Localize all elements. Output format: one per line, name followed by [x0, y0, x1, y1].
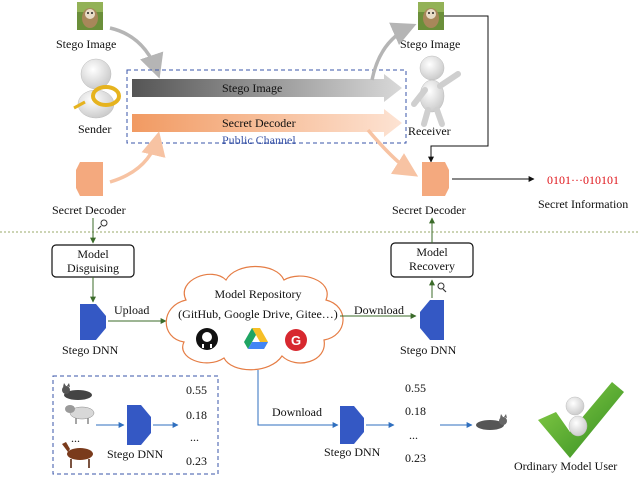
dog-image-icon [418, 2, 444, 30]
model-disguising-line1: Model [77, 247, 109, 261]
right-value-4: 0.23 [405, 451, 426, 465]
magnifier-icon [437, 282, 447, 293]
stego-dnn-bottom-label: Stego DNN [324, 445, 381, 459]
stego-dnn-bottom-icon [340, 406, 364, 444]
gitee-icon: G [285, 329, 307, 351]
stego-dnn-left-label: Stego DNN [62, 343, 119, 357]
ordinary-user-label: Ordinary Model User [514, 459, 617, 473]
right-value-1: 0.55 [405, 381, 426, 395]
model-disguising-line2: Disguising [67, 261, 119, 275]
repo-sites: (GitHub, Google Drive, Gitee…) [178, 307, 338, 321]
stego-dnn-left-icon [80, 304, 106, 340]
stego-image-to-decoder-line [428, 15, 489, 163]
download-bottom-label: Download [272, 405, 322, 419]
stego-dnn-box-label: Stego DNN [107, 447, 164, 461]
cat-image-icon [62, 383, 92, 400]
decoder-to-channel-arrow [109, 131, 166, 184]
model-recovery-line2: Recovery [409, 259, 455, 273]
google-drive-icon [244, 328, 268, 349]
right-value-2: 0.18 [405, 404, 426, 418]
repo-title: Model Repository [215, 287, 302, 301]
public-channel-label: Public Channel [222, 133, 296, 147]
stego-image-bar [132, 74, 402, 102]
download-top-label: Download [354, 303, 404, 317]
dog-image-icon [65, 405, 95, 424]
horse-image-icon [62, 442, 93, 468]
right-value-3: ... [409, 428, 418, 442]
download-bottom-arrow [257, 370, 339, 428]
secret-information-label: Secret Information [538, 197, 628, 211]
channel-to-stego-image-arrow [370, 22, 417, 81]
ordinary-use-box [52, 375, 219, 475]
github-icon [196, 328, 218, 350]
stego-image-left-label: Stego Image [56, 37, 116, 51]
left-value-1: 0.55 [186, 383, 207, 397]
magnifier-icon [97, 219, 108, 230]
secret-decoder-right-icon [422, 162, 449, 196]
secret-decoder-right-label: Secret Decoder [392, 203, 466, 217]
stego-image-right-label: Stego Image [400, 37, 460, 51]
secret-bits-text: 0101···010101 [547, 173, 619, 187]
secret-decoder-bar [132, 109, 402, 137]
stego-dnn-box-icon [127, 405, 151, 445]
bar-secret-decoder-label: Secret Decoder [222, 116, 296, 130]
left-value-3: ... [190, 430, 199, 444]
dog-image-icon [77, 2, 103, 30]
model-recovery-line1: Model [416, 245, 448, 259]
cat-image-icon [476, 414, 507, 430]
bar-stego-image-label: Stego Image [222, 81, 282, 95]
stego-dnn-right-label: Stego DNN [400, 343, 457, 357]
sender-figure-icon [73, 58, 121, 119]
stego-dnn-right-icon [420, 300, 444, 340]
box-dots-text: ... [71, 431, 80, 445]
receiver-figure-icon [411, 55, 461, 127]
checkmark-user-icon [538, 382, 624, 458]
upload-label: Upload [114, 303, 149, 317]
public-channel-box [126, 69, 407, 144]
left-value-2: 0.18 [186, 408, 207, 422]
secret-decoder-left-label: Secret Decoder [52, 203, 126, 217]
left-value-4: 0.23 [186, 454, 207, 468]
sender-label: Sender [78, 122, 111, 136]
channel-to-decoder-arrow [366, 128, 419, 177]
svg-text:G: G [291, 333, 301, 348]
receiver-label: Receiver [408, 124, 451, 138]
stego-image-to-channel-arrow [109, 26, 164, 79]
